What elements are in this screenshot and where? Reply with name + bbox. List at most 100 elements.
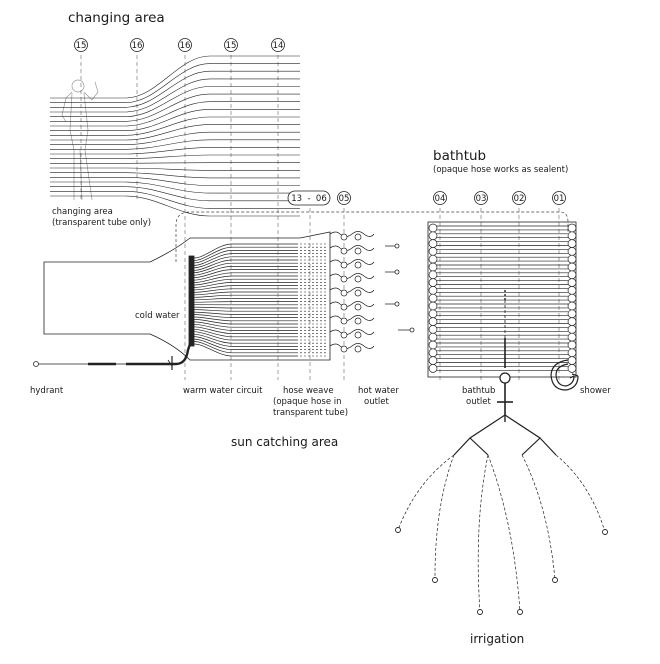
warm-water-hose [194,319,298,324]
shower-coil [551,360,578,390]
bathtub-hose-loop [429,325,437,333]
svg-text:01: 01 [554,194,565,204]
marker-m9: 02 [513,192,526,205]
marker-range: 13 - 06 [288,191,330,205]
marker-m6: 05 [338,192,351,205]
hot-water-coil [341,304,347,310]
bathtub-hose-loop [429,247,437,255]
bathtub-hose-loop [568,325,576,333]
shower-label: shower [580,386,611,396]
marker-m7: 04 [434,192,447,205]
bathtub-hose-loop [429,341,437,349]
bathtub-hose-loop [568,263,576,271]
irrigation-title: irrigation [470,632,524,646]
changing-area-hose [50,177,300,185]
marker-m8: 03 [475,192,488,205]
hot-water-coil [341,234,347,240]
warm-water-hose [194,332,298,340]
hot-water-coil [355,262,361,268]
warm-water-hose [194,286,298,290]
sprinkler-tip [433,578,438,583]
bathtub-hose-loop [568,224,576,232]
bathtub-hose-loop [568,302,576,310]
warm-water-hose [194,282,298,287]
svg-text:03: 03 [476,194,487,204]
bathtub-hose-loop [568,364,576,372]
hot-water-outlet-sublabel: outlet [364,397,390,407]
warm-water-hose [194,315,298,318]
warm-water-hose [194,307,298,308]
changing-area-hose [50,191,300,208]
hot-water-loop [330,246,374,251]
hot-water-coil [355,276,361,282]
irrigation-hose [556,455,605,532]
bathtub-hose-loop [429,318,437,326]
bathtub-hose-loop [568,286,576,294]
hot-water-coil [355,304,361,310]
changing-area-hose [50,163,300,164]
svg-text:15: 15 [76,41,87,51]
bathtub-hose-loop [429,255,437,263]
warm-water-circuit-label: warm water circuit [183,386,263,396]
hot-water-outlet-label: hot water [358,386,399,396]
changing-area-sublabel: (transparent tube only) [52,218,151,228]
hot-water-coil [355,248,361,254]
svg-text:15: 15 [226,41,237,51]
warm-water-hose [194,298,298,299]
marker-m4: 15 [225,39,238,52]
svg-text:16: 16 [132,41,143,51]
hydrant-label: hydrant [30,386,64,396]
bathtub-hose-loop [429,357,437,365]
warm-water-hose [194,334,298,343]
transparent-tube-outline [44,232,330,360]
hot-water-loop [330,260,374,265]
svg-text:16: 16 [180,41,191,51]
bathtub-outlet-pipe [497,290,513,415]
hot-water-coil [355,318,361,324]
bathtub-hose-loop [568,240,576,248]
bathtub-hose-loop [568,271,576,279]
hose-weave-label: hose weave [283,386,334,396]
bathtub-hose-loop [568,279,576,287]
hot-water-loop [330,302,374,307]
changing-area-title: changing area [68,10,165,26]
hot-water-coil [341,290,347,296]
irrigation-hose [478,455,488,612]
bathtub-hose-loop [568,247,576,255]
hose-weave-sublabel-1: (opaque hose in [273,397,342,407]
sprinkler-tip [518,610,523,615]
bathtub-hose-loop [429,294,437,302]
warm-water-hose [194,302,298,303]
irrigation-hose [398,455,454,530]
hot-water-coil [341,248,347,254]
dashed-return-loop [176,212,568,262]
sprinkler-tip [603,530,608,535]
hot-water-loop [330,344,374,349]
changing-area-hose [50,155,300,159]
svg-text:02: 02 [514,194,525,204]
bathtub-hose-loop [429,302,437,310]
hot-water-coil [355,290,361,296]
bathtub-hose-loop [568,310,576,318]
bathtub-hose-loop [429,224,437,232]
sprinkler-tip [553,578,558,583]
hot-water-coil [341,318,347,324]
bathtub-title: bathtub [433,148,486,164]
bathtub-hose-loop [429,333,437,341]
cold-water-label: cold water [135,311,180,321]
warm-water-hose [194,266,298,275]
bathtub-hose-loop [568,255,576,263]
marker-m10: 01 [553,192,566,205]
bathtub-hose-loop [429,286,437,294]
bathtub-hose-loop [568,318,576,326]
hot-water-loop [330,316,374,321]
hose-weave-sublabel-2: transparent tube) [273,408,348,418]
bathtub-outlet-label: bathtub [462,386,495,396]
hot-water-coil [355,332,361,338]
bathtub-hose-loop [568,232,576,240]
changing-area-hose [50,56,300,98]
bathtub-hose-loop [429,263,437,271]
hot-water-loop [330,232,374,237]
